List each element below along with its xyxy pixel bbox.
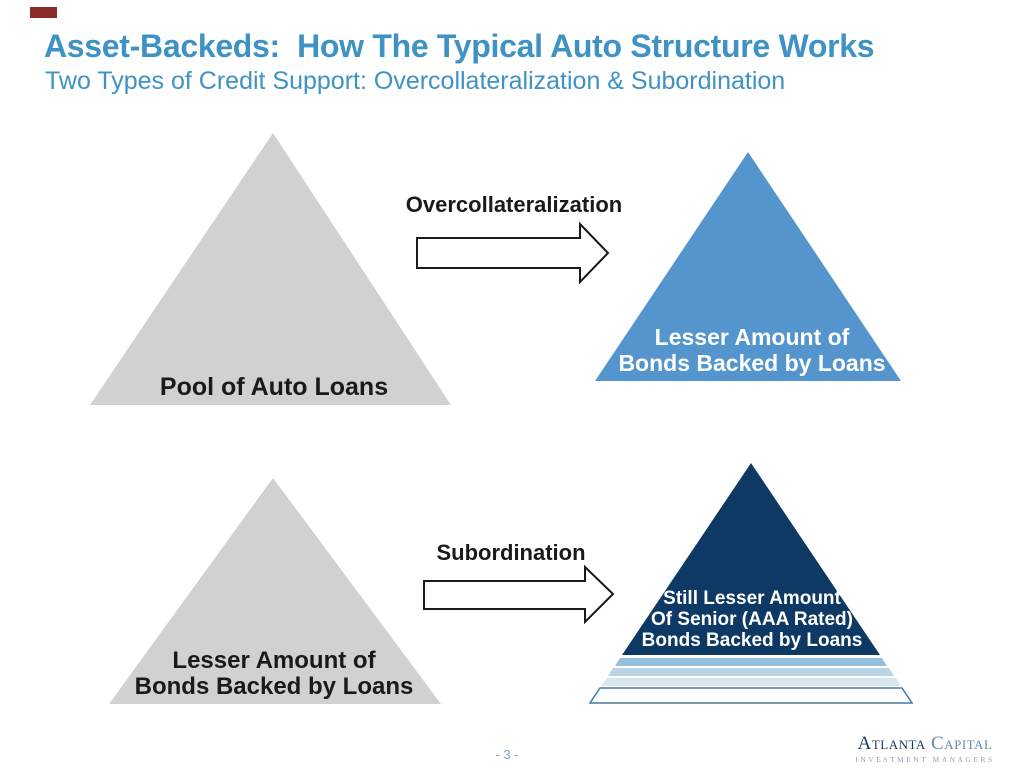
navy-triangle-label: Still Lesser Amount Of Senior (AAA Rated…: [602, 588, 902, 651]
tranche-band-3: [601, 678, 901, 686]
slide-title: Asset-Backeds: How The Typical Auto Stru…: [44, 28, 875, 64]
navy-triangle-label-line2: Of Senior (AAA Rated): [651, 609, 853, 630]
navy-triangle-label-line3: Bonds Backed by Loans: [641, 630, 863, 651]
pool-triangle: [90, 133, 451, 405]
tranche-band-2: [608, 668, 894, 676]
lesser-bonds-triangle-gray: [109, 478, 441, 704]
blue-triangle-label-line2: Bonds Backed by Loans: [618, 350, 886, 376]
blue-triangle-label-line1: Lesser Amount of: [654, 324, 850, 350]
senior-bonds-triangle-navy: [622, 463, 880, 655]
subordination-arrow-icon: [423, 564, 615, 625]
logo-atlanta-text: Atlanta: [857, 733, 926, 754]
company-logo: Atlanta Capital INVESTMENT MANAGERS: [845, 733, 1005, 764]
template-accent-mark: [30, 7, 57, 18]
tranche-band-outlined: [588, 687, 914, 704]
navy-triangle-label-line1: Still Lesser Amount: [663, 588, 841, 609]
tranche-band-1: [615, 658, 887, 666]
gray-triangle2-label-line2: Bonds Backed by Loans: [134, 673, 414, 700]
overcollateralization-arrow-icon: [416, 221, 610, 285]
blue-triangle-label: Lesser Amount of Bonds Backed by Loans: [602, 324, 902, 376]
company-logo-tagline: INVESTMENT MANAGERS: [855, 755, 995, 764]
logo-capital-text: Capital: [931, 733, 993, 754]
pool-triangle-label: Pool of Auto Loans: [159, 373, 389, 401]
gray-triangle2-label: Lesser Amount of Bonds Backed by Loans: [114, 648, 434, 700]
slide-subtitle: Two Types of Credit Support: Overcollate…: [45, 67, 786, 95]
overcollateralization-label: Overcollateralization: [405, 192, 623, 217]
bonds-triangle-blue: [595, 152, 901, 381]
page-number: - 3 -: [495, 747, 519, 762]
subordination-label: Subordination: [436, 540, 586, 565]
company-logo-wordmark: Atlanta Capital: [845, 733, 1005, 754]
gray-triangle2-label-line1: Lesser Amount of: [172, 647, 376, 674]
